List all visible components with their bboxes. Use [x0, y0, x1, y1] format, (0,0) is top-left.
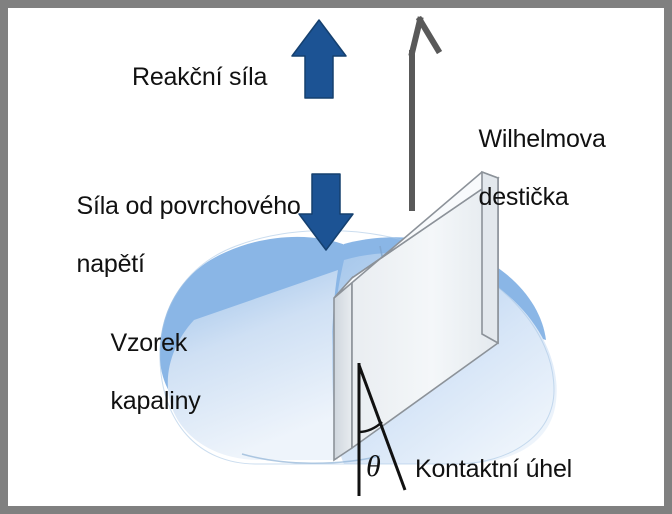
arrow-down-shape	[298, 173, 354, 251]
arrow-up-shape	[291, 19, 347, 99]
hook-left-arm	[408, 16, 424, 57]
label-surface-tension-line2: napětí	[76, 250, 145, 278]
liquid-front-face	[167, 270, 338, 460]
label-contact-angle: Kontaktní úhel	[415, 455, 573, 483]
label-theta-symbol: θ	[366, 450, 381, 483]
hook-right-arm	[415, 15, 443, 55]
surface-tension-force-arrow	[298, 173, 354, 251]
label-reaction-force: Reakční síla	[132, 63, 268, 91]
label-liquid-sample-line1: Vzorek	[110, 329, 188, 357]
diagram-svg	[159, 15, 557, 496]
label-wilhelmy-plate-line2: destička	[478, 183, 569, 211]
plate-right-edge-face	[481, 170, 499, 345]
plate-left-side-face	[333, 275, 353, 462]
label-wilhelmy-plate-line1: Wilhelmova	[478, 125, 606, 153]
contact-angle-arc	[358, 421, 383, 434]
label-liquid-sample: Vzorek kapaliny	[70, 300, 201, 445]
liquid-outline	[159, 229, 555, 465]
label-surface-tension-force: Síla od povrchového napětí	[36, 163, 301, 308]
label-liquid-sample-line2: kapaliny	[110, 387, 201, 415]
meniscus-curve-bottom	[241, 453, 381, 464]
label-wilhelmy-plate: Wilhelmova destička	[438, 96, 606, 241]
figure-canvas: Reakční síla Síla od povrchového napětí …	[8, 8, 664, 506]
hook-wire	[408, 15, 443, 211]
reaction-force-arrow	[291, 19, 347, 99]
contact-angle-marker	[357, 363, 407, 496]
label-surface-tension-line1: Síla od povrchového	[76, 192, 301, 220]
wilhelmy-plate	[333, 170, 500, 462]
contact-angle-slant-line	[357, 364, 407, 491]
